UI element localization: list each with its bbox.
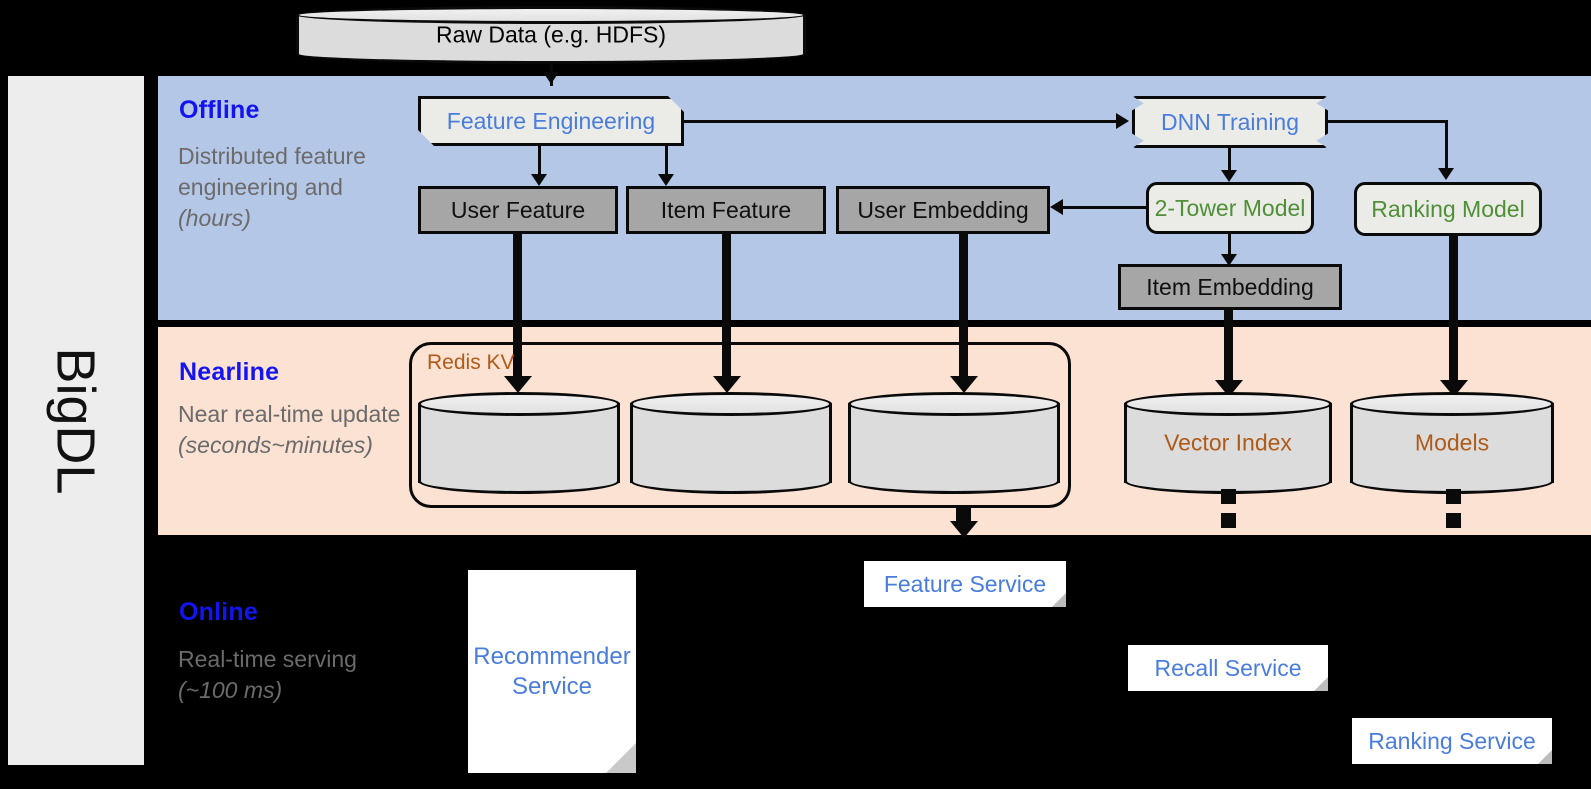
ranking-service-label: Ranking Service [1368, 727, 1536, 754]
connector-twotower-to-userembedding [1063, 206, 1147, 209]
nearline-stage-title: Nearline [179, 358, 280, 386]
page-fold-icon [1538, 750, 1552, 764]
pipe-itemfeature-to-kv [722, 234, 731, 384]
redis-kv-container [409, 342, 1071, 508]
feature-service-node[interactable]: Feature Service [864, 561, 1066, 607]
ranking-model-label: Ranking Model [1371, 195, 1525, 222]
online-desc-em: (~100 ms) [178, 677, 283, 703]
online-stage-title: Online [179, 598, 258, 626]
dash-models-1 [1446, 489, 1461, 504]
offline-stage-desc: Distributed feature engineering and (hou… [178, 141, 408, 234]
connector-dnn-to-ranking-v [1445, 120, 1448, 172]
cylinder-body [418, 403, 620, 483]
connector-fe-to-dnn [684, 120, 1118, 123]
dash-models-2 [1446, 513, 1461, 528]
offline-stage-title: Offline [179, 96, 260, 124]
item-feature-node[interactable]: Item Feature [626, 186, 826, 234]
arrowhead-twotower-to-itememb [1221, 254, 1237, 266]
arrowhead-itemfeature-to-kv [713, 376, 741, 393]
recommender-service-node[interactable]: Recommender Service [468, 570, 636, 773]
feature-engineering-node[interactable]: Feature Engineering [418, 96, 684, 146]
cylinder-top [296, 6, 806, 24]
vector-index-label: Vector Index [1164, 429, 1292, 456]
cylinder-top [630, 392, 832, 416]
pipe-userfeature-to-kv [513, 234, 522, 384]
dnn-training-label: DNN Training [1160, 108, 1300, 135]
models-cylinder[interactable]: Models [1350, 392, 1554, 494]
two-tower-model-node[interactable]: 2-Tower Model [1146, 182, 1314, 234]
pipe-userembedding-to-kv [959, 234, 968, 384]
feature-service-label: Feature Service [883, 570, 1047, 597]
pipe-itememb-to-vectorindex [1224, 310, 1233, 388]
redis-cylinder-user-embedding [848, 392, 1060, 494]
cylinder-body [1124, 403, 1332, 483]
online-desc-text: Real-time serving [178, 646, 357, 672]
pipe-rankingmodel-to-models [1449, 236, 1458, 388]
nearline-desc-text: Near real-time update [178, 401, 401, 427]
cylinder-top [848, 392, 1060, 416]
redis-cylinder-item-feature [630, 392, 832, 494]
arrowhead-kv-to-featureservice [950, 521, 978, 538]
nearline-desc-em: (seconds~minutes) [178, 432, 373, 458]
arrowhead-fe-to-dnn [1116, 113, 1129, 129]
item-embedding-node[interactable]: Item Embedding [1118, 264, 1342, 310]
bigdl-label: BigDL [46, 346, 107, 495]
page-fold-icon [606, 743, 636, 773]
arrowhead-userembedding-to-kv [950, 376, 978, 393]
item-feature-label: Item Feature [660, 196, 792, 223]
arrowhead-dnn-to-ranking [1438, 168, 1454, 180]
feature-engineering-label: Feature Engineering [446, 107, 656, 134]
dash-vectorindex-1 [1221, 489, 1236, 504]
raw-data-cylinder: Raw Data (e.g. HDFS) [296, 6, 806, 64]
arrowhead-fe-to-itemfeature [658, 174, 674, 186]
cylinder-top [1350, 392, 1554, 416]
offline-desc-text: Distributed feature engineering and [178, 143, 366, 200]
arrowhead-rawdata-to-fe [543, 72, 559, 84]
user-embedding-node[interactable]: User Embedding [836, 186, 1050, 234]
arrowhead-dnn-to-twotower [1221, 170, 1237, 182]
redis-cylinder-user-feature [418, 392, 620, 494]
dnn-training-node[interactable]: DNN Training [1132, 96, 1328, 148]
cylinder-body [630, 403, 832, 483]
online-stage-desc: Real-time serving (~100 ms) [178, 644, 408, 706]
offline-desc-em: (hours) [178, 205, 251, 231]
connector-dnn-to-ranking-h [1328, 120, 1448, 123]
recommender-service-label: Recommender Service [473, 642, 631, 700]
item-embedding-label: Item Embedding [1146, 273, 1314, 300]
page-fold-icon [1314, 677, 1328, 691]
dash-kv-to-featureservice [956, 508, 971, 523]
recall-service-label: Recall Service [1154, 654, 1302, 681]
cylinder-body [848, 403, 1060, 483]
connector-fe-to-userfeature [538, 146, 541, 182]
bigdl-label-wrap: BigDL [8, 76, 144, 765]
cylinder-top [1124, 392, 1332, 416]
arrowhead-twotower-to-userembedding [1050, 199, 1063, 215]
cylinder-top [418, 392, 620, 416]
cylinder-body [1350, 403, 1554, 483]
ranking-service-node[interactable]: Ranking Service [1352, 718, 1552, 764]
redis-kv-label: Redis KV [427, 351, 515, 374]
bigdl-sidebar: BigDL [8, 76, 144, 765]
raw-data-label: Raw Data (e.g. HDFS) [435, 21, 667, 48]
connector-dnn-to-twotower [1228, 148, 1231, 174]
dash-vectorindex-2 [1221, 513, 1236, 528]
ranking-model-node[interactable]: Ranking Model [1354, 182, 1542, 236]
nearline-stage-desc: Near real-time update (seconds~minutes) [178, 399, 408, 461]
arrowhead-fe-to-userfeature [531, 174, 547, 186]
user-feature-label: User Feature [450, 196, 586, 223]
page-fold-icon [1052, 593, 1066, 607]
connector-twotower-to-itememb [1228, 234, 1231, 260]
user-feature-node[interactable]: User Feature [418, 186, 618, 234]
recall-service-node[interactable]: Recall Service [1128, 645, 1328, 691]
models-label: Models [1414, 429, 1490, 456]
vector-index-cylinder[interactable]: Vector Index [1124, 392, 1332, 494]
two-tower-model-label: 2-Tower Model [1154, 194, 1306, 221]
arrowhead-userfeature-to-kv [504, 376, 532, 393]
user-embedding-label: User Embedding [857, 196, 1029, 223]
connector-fe-to-itemfeature [665, 146, 668, 182]
